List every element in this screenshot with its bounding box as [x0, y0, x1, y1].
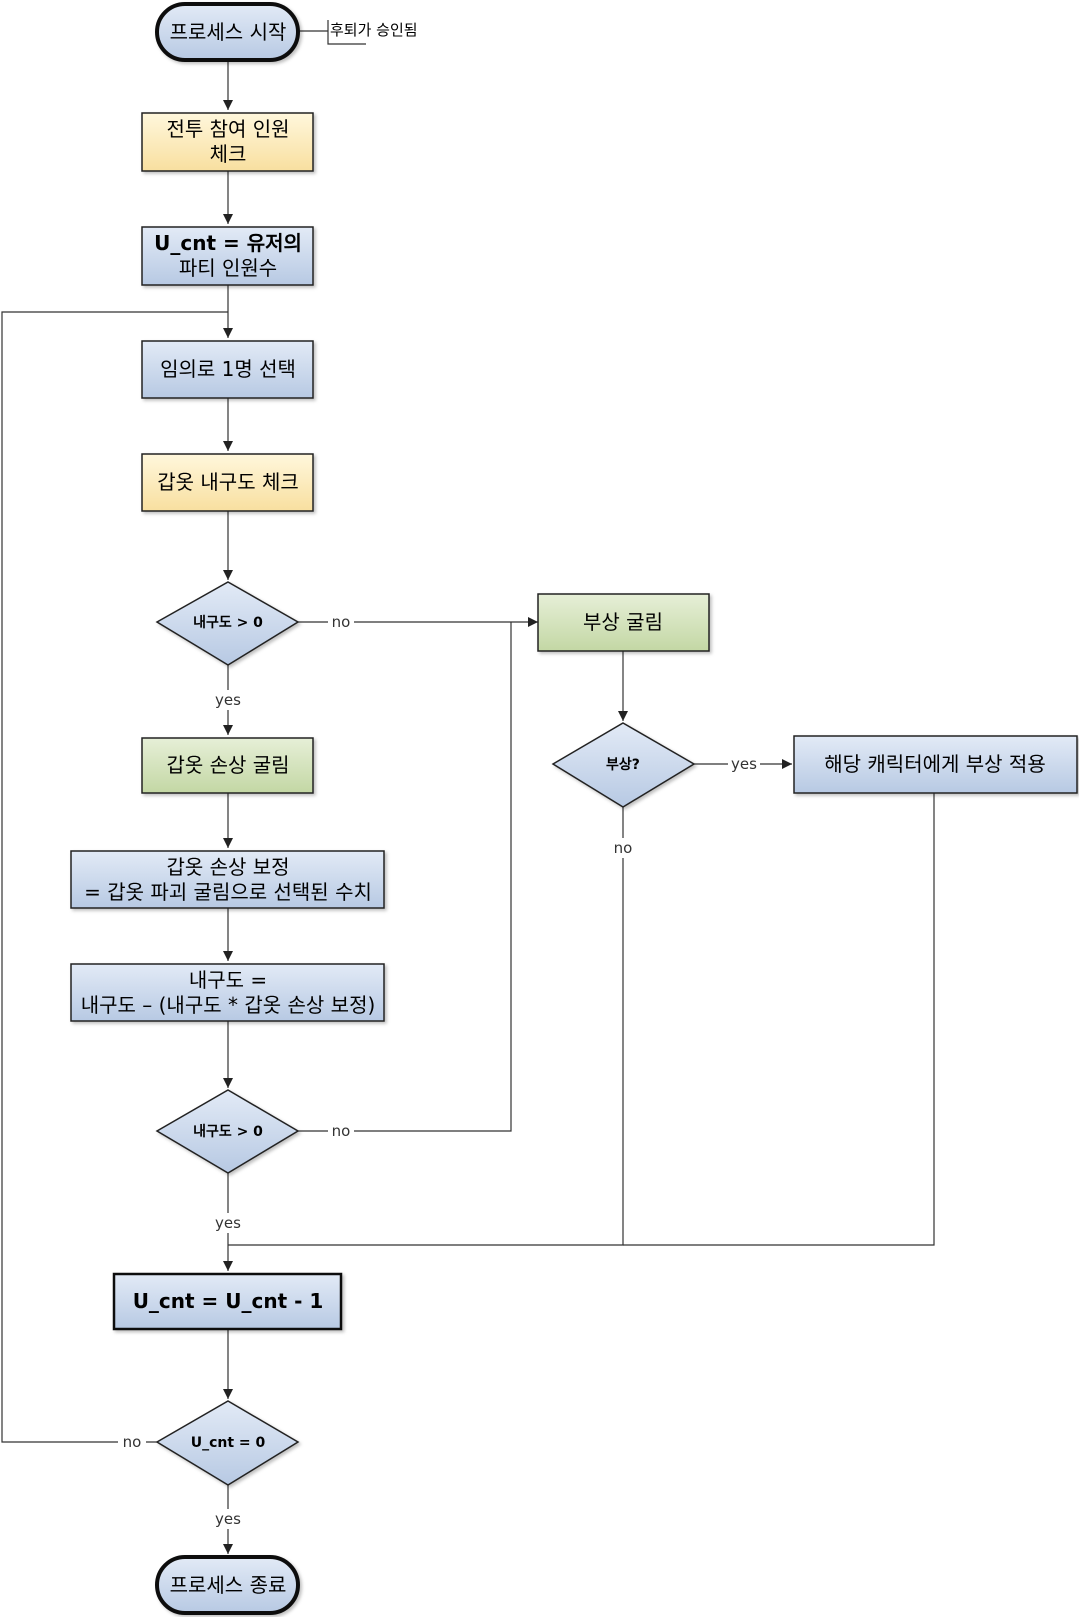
check-party-line-1: 전투 참여 인원 [166, 117, 289, 141]
start-label: 프로세스 시작 [170, 20, 287, 44]
pick-random-label: 임의로 1명 선택 [160, 357, 296, 381]
decision-u-cnt-label: U_cnt = 0 [191, 1435, 266, 1451]
end-terminator: 프로세스 종료 [155, 1555, 300, 1615]
apply-injury-label: 해당 캐릭터에게 부상 적용 [824, 752, 1045, 776]
label-no-u-cnt: no [123, 1433, 142, 1451]
durability-update-box: 내구도 = 내구도 – (내구도 * 갑옷 손상 보정) [70, 963, 385, 1022]
label-yes-2: yes [215, 1214, 241, 1232]
label-yes-injury: yes [731, 755, 757, 773]
durability-update-line-1: 내구도 = [189, 968, 267, 992]
u-cnt-init-box: U_cnt = 유저의 파티 인원수 [141, 226, 314, 286]
decision-durability-1-label: 내구도 > 0 [193, 615, 263, 631]
label-yes-1: yes [215, 691, 241, 709]
edge-labels: no yes no yes yes no no yes [118, 612, 760, 1529]
label-no-2: no [332, 1122, 351, 1140]
roll-armor-damage-box: 갑옷 손상 굴림 [141, 737, 314, 794]
decision-u-cnt: U_cnt = 0 [155, 1400, 300, 1486]
roll-injury-box: 부상 굴림 [537, 593, 710, 652]
apply-injury-box: 해당 캐릭터에게 부상 적용 [793, 735, 1078, 794]
decision-durability-1: 내구도 > 0 [155, 581, 300, 666]
check-party-line-2: 체크 [210, 142, 247, 166]
decision-injury-label: 부상? [606, 757, 640, 773]
u-cnt-init-line-1: U_cnt = 유저의 [154, 231, 302, 255]
armor-correction-line-2: = 갑옷 파괴 굴림으로 선택된 수치 [84, 880, 372, 904]
label-no-1: no [332, 613, 351, 631]
edge-u-cnt-no-loop [1, 311, 228, 1443]
check-party-box: 전투 참여 인원 체크 [141, 112, 314, 172]
check-armor-label: 갑옷 내구도 체크 [157, 470, 299, 494]
decision-durability-2: 내구도 > 0 [155, 1089, 300, 1174]
end-label: 프로세스 종료 [170, 1573, 287, 1597]
start-terminator: 프로세스 시작 [155, 2, 300, 62]
note-bracket [327, 20, 366, 45]
edge-decision2-no [298, 622, 512, 1132]
u-cnt-init-line-2: 파티 인원수 [179, 256, 277, 280]
label-yes-u-cnt: yes [215, 1510, 241, 1528]
u-cnt-decrement-box: U_cnt = U_cnt - 1 [112, 1272, 343, 1331]
roll-armor-damage-label: 갑옷 손상 굴림 [166, 753, 289, 777]
durability-update-line-2: 내구도 – (내구도 * 갑옷 손상 보정) [81, 993, 376, 1017]
roll-injury-label: 부상 굴림 [583, 610, 663, 634]
armor-damage-correction-box: 갑옷 손상 보정 = 갑옷 파괴 굴림으로 선택된 수치 [70, 850, 385, 909]
label-no-injury: no [614, 839, 633, 857]
nodes: 프로세스 시작 후퇴가 승인됨 전투 참여 인원 체크 U_cnt = 유저의 … [70, 2, 1078, 1615]
u-cnt-decrement-label: U_cnt = U_cnt - 1 [133, 1289, 324, 1313]
decision-injury: 부상? [551, 722, 696, 808]
pick-random-box: 임의로 1명 선택 [141, 340, 314, 399]
decision-durability-2-label: 내구도 > 0 [193, 1124, 263, 1140]
edge-apply-injury-merge [623, 793, 935, 1246]
start-note-label: 후퇴가 승인됨 [330, 21, 418, 39]
check-armor-box: 갑옷 내구도 체크 [141, 453, 314, 512]
armor-correction-line-1: 갑옷 손상 보정 [166, 855, 289, 879]
